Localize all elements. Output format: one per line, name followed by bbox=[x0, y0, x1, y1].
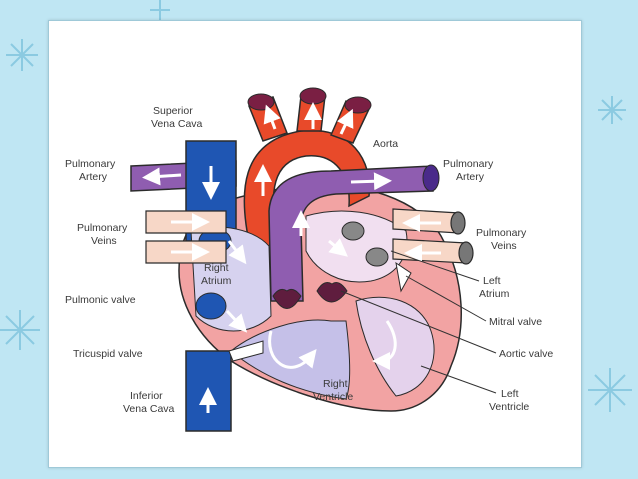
svg-text:Left: Left bbox=[501, 388, 519, 400]
svg-text:Artery: Artery bbox=[456, 171, 485, 183]
svg-text:Atrium: Atrium bbox=[479, 288, 510, 300]
svg-text:Left: Left bbox=[483, 275, 501, 287]
svg-text:Ventricle: Ventricle bbox=[489, 401, 529, 413]
svg-text:Vena Cava: Vena Cava bbox=[123, 403, 175, 415]
svg-text:Inferior: Inferior bbox=[130, 390, 163, 402]
label-tricuspid-valve: Tricuspid valve bbox=[73, 348, 143, 360]
label-pulmonary-artery-right: Pulmonary Artery bbox=[443, 158, 494, 183]
svg-text:Vena Cava: Vena Cava bbox=[151, 118, 203, 130]
tricuspid-valve bbox=[228, 340, 264, 362]
label-pulmonary-artery-left: Pulmonary Artery bbox=[65, 158, 116, 183]
svg-text:Superior: Superior bbox=[153, 105, 193, 117]
right-ventricle bbox=[230, 319, 351, 400]
svg-text:Veins: Veins bbox=[491, 240, 517, 252]
vein-opening bbox=[341, 221, 365, 241]
mitral-valve bbox=[395, 261, 412, 293]
svg-text:Pulmonary: Pulmonary bbox=[65, 158, 116, 170]
aortic-valve bbox=[316, 282, 348, 303]
label-pulmonic-valve: Pulmonic valve bbox=[65, 294, 136, 306]
vein-opening bbox=[365, 247, 389, 267]
svg-text:Pulmonary: Pulmonary bbox=[77, 222, 128, 234]
label-aorta: Aorta bbox=[373, 138, 398, 150]
label-right-ventricle: Right Ventricle bbox=[313, 378, 353, 403]
svg-text:Ventricle: Ventricle bbox=[313, 391, 353, 403]
heart-diagram: Superior Vena Cava Aorta Pulmonary Arter… bbox=[65, 87, 553, 432]
svg-text:Artery: Artery bbox=[79, 171, 108, 183]
svg-text:Pulmonary: Pulmonary bbox=[476, 227, 527, 239]
leader-lines bbox=[340, 250, 497, 394]
svg-text:Veins: Veins bbox=[91, 235, 117, 247]
flow-arrows bbox=[142, 102, 441, 413]
snowflake-icon bbox=[588, 368, 632, 412]
snowflake-icon bbox=[6, 39, 38, 71]
snowflake-icon bbox=[598, 96, 626, 124]
label-left-atrium: Left Atrium bbox=[479, 275, 510, 300]
label-superior-vena-cava: Superior Vena Cava bbox=[151, 105, 203, 130]
label-inferior-vena-cava: Inferior Vena Cava bbox=[123, 390, 175, 415]
snowflake-icon bbox=[0, 310, 40, 350]
label-right-atrium: Right Atrium bbox=[201, 262, 232, 287]
svg-text:Right: Right bbox=[323, 378, 348, 390]
label-pulmonary-veins-right: Pulmonary Veins bbox=[476, 227, 527, 252]
pulmonic-valve bbox=[272, 288, 302, 309]
label-pulmonary-veins-left: Pulmonary Veins bbox=[77, 222, 128, 247]
diagram-card: Superior Vena Cava Aorta Pulmonary Arter… bbox=[48, 20, 582, 468]
svg-text:Right: Right bbox=[204, 262, 229, 274]
label-mitral-valve: Mitral valve bbox=[489, 316, 542, 328]
svg-text:Pulmonary: Pulmonary bbox=[443, 158, 494, 170]
label-left-ventricle: Left Ventricle bbox=[489, 388, 529, 413]
label-aortic-valve: Aortic valve bbox=[499, 348, 553, 360]
snowflake-icon bbox=[150, 0, 170, 20]
vena-cava-opening bbox=[195, 292, 227, 320]
svg-text:Atrium: Atrium bbox=[201, 275, 232, 287]
